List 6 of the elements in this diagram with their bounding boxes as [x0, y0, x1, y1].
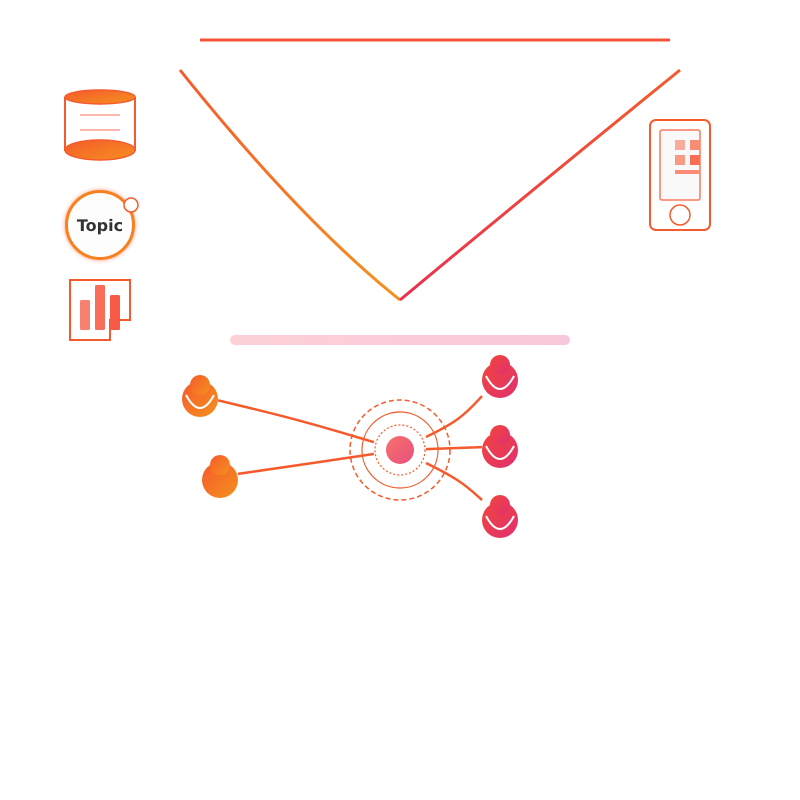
- connector-line: [238, 452, 374, 476]
- topic-label: Topic: [76, 216, 124, 234]
- connector-line: [218, 399, 374, 444]
- connector-line: [426, 446, 482, 450]
- connector-line: [425, 395, 483, 438]
- connector-line: [425, 462, 483, 501]
